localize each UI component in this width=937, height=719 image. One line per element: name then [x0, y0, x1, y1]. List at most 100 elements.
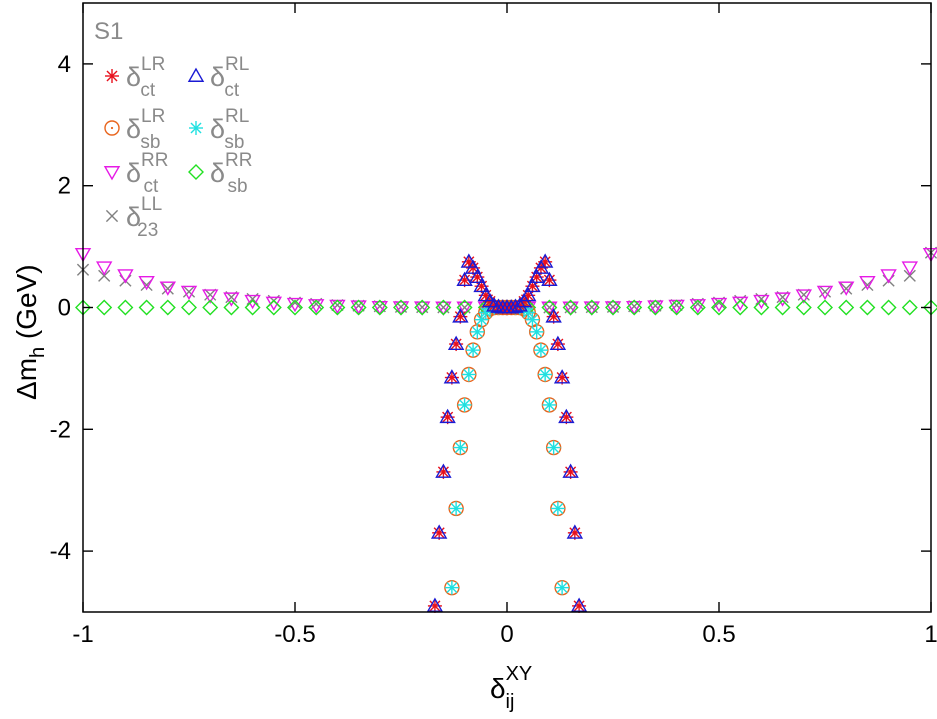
data-point	[670, 298, 683, 312]
data-point	[570, 597, 588, 612]
data-point	[329, 299, 346, 316]
data-point	[546, 440, 561, 455]
data-point	[331, 298, 344, 312]
legend-marker	[103, 166, 121, 181]
y-tick-label: 2	[58, 173, 71, 200]
data-point	[541, 299, 558, 316]
data-point	[524, 277, 541, 293]
data-point	[541, 271, 558, 287]
data-point	[859, 275, 876, 291]
data-point	[604, 301, 622, 316]
data-point	[732, 299, 749, 316]
data-point	[753, 294, 770, 310]
data-point	[352, 299, 365, 312]
data-point	[625, 300, 643, 316]
data-point	[435, 299, 452, 316]
data-point	[550, 501, 565, 516]
data-point	[202, 299, 219, 316]
data-point	[668, 299, 685, 316]
y-tick-label: 4	[58, 51, 71, 78]
y-tick-label: 0	[58, 295, 71, 322]
data-point	[649, 299, 662, 312]
data-point	[473, 277, 490, 293]
data-point	[452, 308, 469, 323]
data-point	[818, 285, 832, 298]
data-point	[553, 369, 571, 384]
data-point	[287, 299, 303, 316]
data-point	[98, 269, 111, 282]
x-tick-label: -0.5	[274, 621, 315, 648]
data-point	[880, 269, 897, 284]
data-point	[392, 301, 410, 316]
data-point	[753, 299, 770, 316]
data-point	[413, 301, 431, 316]
y-axis-title: Δmh (GeV)	[11, 264, 49, 400]
data-point	[605, 299, 621, 316]
series-rl_sb	[444, 300, 570, 595]
data-point	[545, 308, 562, 323]
data-point	[901, 261, 919, 276]
data-point	[521, 305, 536, 320]
data-point	[583, 299, 600, 316]
data-point	[541, 301, 558, 316]
data-point	[447, 335, 465, 350]
data-point	[350, 299, 367, 316]
data-point	[731, 296, 749, 312]
data-point	[549, 335, 567, 350]
data-point	[181, 299, 197, 316]
data-point	[555, 580, 570, 595]
data-point	[838, 299, 855, 316]
legend-marker	[189, 121, 203, 135]
data-point	[542, 397, 557, 412]
data-point	[583, 301, 601, 316]
data-point	[371, 300, 389, 316]
data-point	[774, 292, 791, 307]
legend-marker	[187, 67, 205, 82]
legend-marker	[105, 209, 119, 223]
data-point	[511, 297, 528, 312]
data-point	[449, 501, 464, 516]
data-point	[456, 299, 473, 316]
data-point	[566, 524, 584, 539]
data-point	[840, 282, 853, 295]
data-point	[201, 289, 219, 304]
data-point	[562, 301, 579, 316]
series-rl_ct	[426, 253, 588, 612]
data-point	[901, 299, 918, 316]
data-point	[119, 274, 132, 287]
data-point	[96, 299, 113, 316]
data-point	[562, 299, 579, 316]
data-point	[426, 597, 444, 612]
data-point	[797, 288, 810, 301]
data-point	[903, 269, 916, 282]
data-point	[626, 299, 643, 316]
data-point	[265, 299, 282, 316]
data-point	[529, 324, 544, 339]
data-point	[795, 289, 813, 304]
data-point	[457, 397, 472, 412]
data-point	[444, 580, 459, 595]
panel-label: S1	[94, 18, 123, 45]
x-tick-label: 1	[924, 621, 937, 648]
data-point	[443, 369, 461, 384]
y-tick-label: -4	[50, 538, 71, 565]
data-point	[430, 524, 448, 539]
data-point	[486, 297, 503, 312]
data-point	[223, 299, 240, 316]
data-point	[308, 299, 325, 316]
data-point	[456, 271, 473, 287]
data-point	[223, 292, 240, 307]
data-point	[466, 343, 481, 358]
legend-marker	[105, 69, 119, 83]
